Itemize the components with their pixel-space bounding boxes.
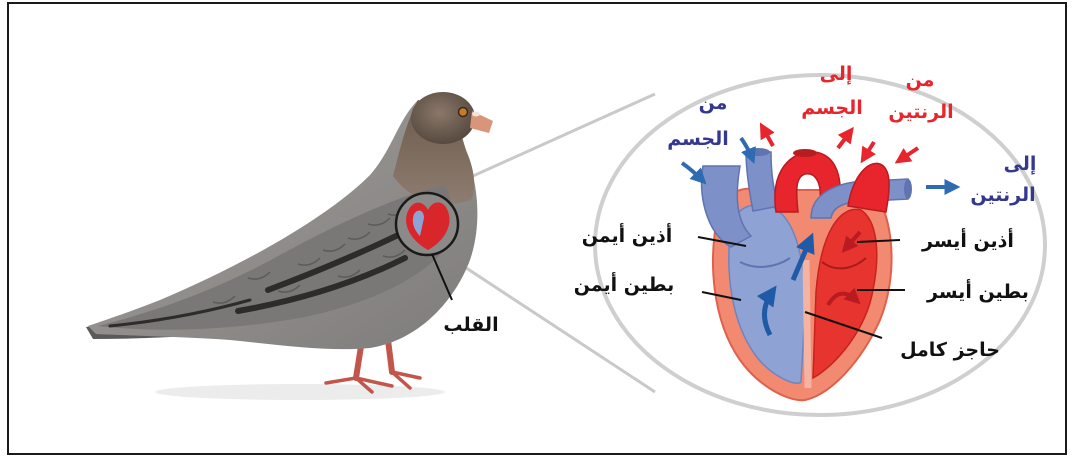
label-to-body-line1: إلى — [806, 59, 866, 89]
label-from-lungs-line2: الرنتين — [876, 96, 966, 128]
label-right-ventricle: بطين أيمن — [549, 269, 699, 301]
label-to-lungs-line1: إلى — [990, 149, 1050, 179]
label-from-lungs-line1: من — [890, 65, 950, 95]
label-left-ventricle: بطين أيسر — [903, 276, 1053, 308]
label-from-body-line2: الجسم — [653, 123, 743, 155]
label-to-body-line2: الجسم — [787, 92, 877, 124]
label-left-atrium: أذين أيسر — [893, 225, 1043, 257]
complete-septum — [806, 260, 808, 388]
pigeon-shadow — [155, 384, 445, 400]
pigeon-eye — [459, 108, 468, 117]
label-complete-septum: حاجز كامل — [875, 334, 1025, 366]
label-heart: القلب — [426, 309, 516, 341]
pigeon-illustration — [86, 92, 493, 400]
label-to-lungs-line2: الرنتين — [958, 179, 1048, 211]
pulmonary-artery-opening — [904, 179, 912, 199]
label-right-atrium: أذين أيمن — [552, 220, 702, 252]
pigeon-head — [411, 92, 475, 144]
pigeon-cere — [472, 112, 480, 117]
label-from-body-line1: من — [683, 88, 743, 118]
aorta-opening — [793, 149, 817, 157]
